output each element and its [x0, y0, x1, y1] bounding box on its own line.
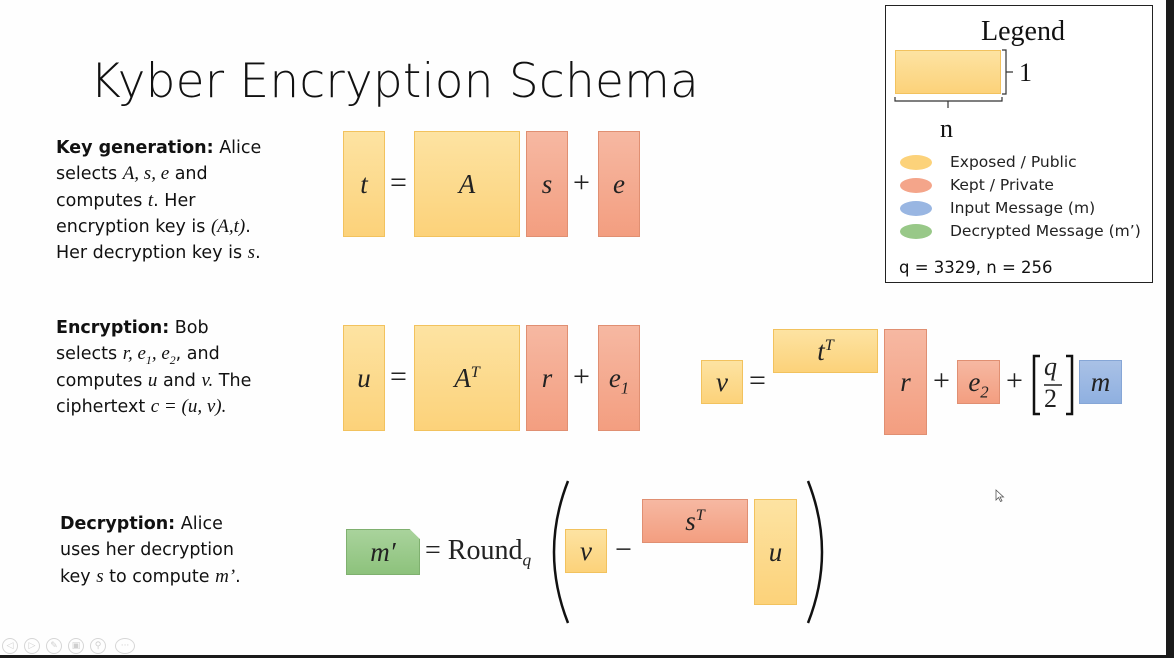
matrix-a: A	[414, 131, 520, 237]
keygen-text: .	[245, 216, 251, 237]
height-label: 1	[1019, 58, 1032, 87]
scalar-e2: e2	[957, 360, 1000, 404]
width-brace-icon	[894, 97, 1003, 108]
scalar-v: v	[701, 360, 743, 404]
keygen-text: . Her	[153, 190, 196, 211]
equals-sign: =	[390, 360, 407, 393]
matrix-a-transpose: AT	[414, 325, 520, 431]
legend-item-public: Exposed / Public	[900, 153, 1077, 171]
more-icon[interactable]: ···	[115, 638, 135, 654]
keygen-text: Her decryption key is	[56, 243, 248, 264]
row-t-transpose: tT	[773, 329, 878, 373]
decryption-text: to compute	[103, 566, 216, 587]
vector-u: u	[343, 325, 385, 431]
keygen-text: Alice	[213, 138, 262, 158]
decryption-math: m’	[215, 565, 236, 587]
encryption-text: The	[213, 370, 252, 391]
parameters-text: q = 3329, n = 256	[899, 258, 1053, 277]
keygen-heading: Key generation:	[56, 138, 214, 158]
decryption-text: uses her decryption	[60, 540, 234, 561]
encryption-description: Encryption: Bob selects r, e1, e2, and c…	[56, 315, 251, 420]
encryption-text: computes	[56, 370, 148, 391]
keygen-description: Key generation: Alice selects A, s, e an…	[56, 135, 261, 266]
keygen-text: encryption key is	[56, 216, 211, 237]
private-swatch-icon	[900, 177, 932, 193]
legend-item-private: Kept / Private	[900, 176, 1054, 194]
zoom-icon[interactable]: ⚲	[90, 638, 106, 654]
next-icon[interactable]: ▷	[24, 638, 40, 654]
decryption-heading: Decryption:	[60, 514, 176, 534]
keygen-math: (A,t)	[210, 215, 246, 237]
row-s-transpose: sT	[642, 499, 748, 543]
keygen-text: and	[169, 164, 208, 185]
equals-sign: =	[390, 166, 407, 199]
plus-sign: +	[573, 360, 590, 393]
decryption-text: Alice	[175, 514, 223, 534]
legend-sample-box	[895, 50, 1001, 94]
decrypted-message-m-prime: m′	[346, 529, 420, 575]
keygen-text: .	[255, 243, 261, 264]
previous-icon[interactable]: ◁	[2, 638, 18, 654]
encryption-heading: Encryption:	[56, 318, 170, 338]
legend-item-input-message: Input Message (m)	[900, 199, 1095, 217]
vector-s: s	[526, 131, 568, 237]
width-label: n	[940, 114, 953, 143]
encryption-text: , and	[175, 344, 220, 365]
encryption-math: r, e1, e2	[122, 343, 176, 368]
keygen-math: s	[247, 242, 256, 264]
encryption-math: c = (u, v).	[150, 395, 227, 417]
slide-title: Kyber Encryption Schema	[90, 54, 700, 109]
keygen-math: t	[147, 189, 154, 211]
message-m: m	[1079, 360, 1122, 404]
decrypted-message-swatch-icon	[900, 223, 932, 239]
decryption-text: key	[60, 566, 97, 587]
encryption-text: Bob	[169, 318, 209, 338]
vector-r: r	[884, 329, 927, 435]
encryption-text: ciphertext	[56, 396, 151, 417]
legend-title: Legend	[981, 16, 1065, 47]
vector-e1: e1	[598, 325, 640, 431]
mouse-cursor-icon	[995, 489, 1005, 503]
encryption-math: u	[147, 369, 158, 391]
fraction-denominator: 2	[1044, 384, 1057, 413]
keygen-math: A, s, e	[122, 163, 170, 185]
pen-icon[interactable]: ✎	[46, 638, 62, 654]
legend-panel: Legend 1 n Exposed / Public Kept / Priva…	[885, 5, 1153, 283]
vector-t: t	[343, 131, 385, 237]
encryption-text: selects	[56, 344, 123, 365]
keygen-text: computes	[56, 190, 148, 211]
fraction-numerator: q	[1044, 352, 1057, 381]
decryption-text: .	[235, 566, 241, 587]
legend-item-decrypted-message: Decrypted Message (m’)	[900, 222, 1141, 240]
vector-r: r	[526, 325, 568, 431]
decryption-math: s	[96, 565, 104, 587]
keygen-text: selects	[56, 164, 123, 185]
vector-e: e	[598, 131, 640, 237]
parentheses-icon	[552, 480, 824, 624]
vector-u: u	[754, 499, 797, 605]
equals-sign: =	[749, 364, 766, 397]
slides-icon[interactable]: ▣	[68, 638, 84, 654]
minus-sign: −	[615, 533, 632, 566]
decryption-description: Decryption: Alice uses her decryption ke…	[60, 511, 241, 590]
public-swatch-icon	[900, 154, 932, 170]
encryption-math: v.	[201, 369, 214, 391]
round-function: = Roundq	[425, 535, 532, 570]
plus-sign: +	[1006, 364, 1023, 397]
rounding-bracket-icon	[1032, 354, 1074, 416]
input-message-swatch-icon	[900, 200, 932, 216]
plus-sign: +	[933, 364, 950, 397]
encryption-text: and	[157, 370, 202, 391]
plus-sign: +	[573, 166, 590, 199]
height-brace-icon	[1002, 49, 1013, 95]
scalar-v: v	[565, 529, 607, 573]
